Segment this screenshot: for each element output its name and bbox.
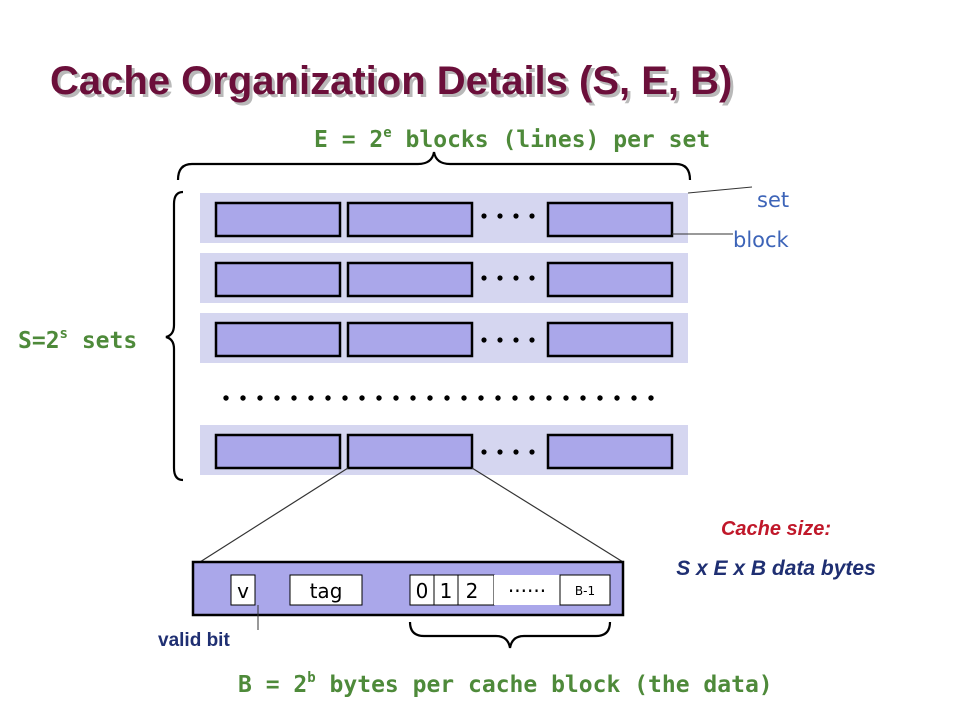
- cache-line: [346, 321, 474, 358]
- ellipsis-dot: [495, 395, 501, 401]
- cache-line: [546, 201, 674, 238]
- ellipsis-dot: [614, 395, 620, 401]
- cache-size-formula: S x E x B data bytes: [676, 557, 876, 580]
- byte-0-text: 0: [416, 579, 429, 603]
- ellipsis-dot: [291, 395, 297, 401]
- ellipsis-dot: [631, 395, 637, 401]
- block-label: block: [733, 228, 790, 252]
- e-brace: [176, 151, 692, 181]
- ellipsis-dot: [512, 395, 518, 401]
- row-ellipsis: [481, 449, 535, 455]
- cache-line: [346, 261, 474, 298]
- byte-ellipsis-cell: [494, 575, 560, 605]
- ellipsis-dot: [410, 395, 416, 401]
- s-label: S=2s sets: [18, 326, 137, 354]
- byte-ellipsis-text: ......: [508, 573, 546, 597]
- ellipsis-dot: [342, 395, 348, 401]
- zoom-line-right: [471, 467, 624, 563]
- ellipsis-dot: [427, 395, 433, 401]
- page-title-shadow: Cache Organization Details (S, E, B): [53, 62, 735, 106]
- ellipsis-dot: [257, 395, 263, 401]
- ellipsis-dot: [359, 395, 365, 401]
- ellipsis-dot: [546, 395, 552, 401]
- set-row: [200, 425, 688, 475]
- cache-line: [546, 321, 674, 358]
- e-label: E = 2e blocks (lines) per set: [314, 125, 710, 153]
- ellipsis-dot: [648, 395, 654, 401]
- valid-bit-field: [230, 574, 256, 606]
- cache-line: [214, 321, 342, 358]
- byte-2-text: 2: [466, 579, 479, 603]
- ellipsis-dot: [376, 395, 382, 401]
- ellipsis-dot: [478, 395, 484, 401]
- tag-text: tag: [310, 579, 343, 603]
- cache-line: [214, 261, 342, 298]
- cache-line: [546, 261, 674, 298]
- byte-cell: [457, 574, 495, 606]
- set-row: [200, 193, 688, 243]
- cache-line: [546, 433, 674, 470]
- ellipsis-dot: [529, 395, 535, 401]
- byte-cell: [433, 574, 459, 606]
- ellipsis-dot: [325, 395, 331, 401]
- ellipsis-dot: [223, 395, 229, 401]
- cache-line: [214, 433, 342, 470]
- expanded-block: v tag 0 1 2 ...... B-1: [191, 560, 625, 617]
- ellipsis-dot: [274, 395, 280, 401]
- row-ellipsis: [481, 337, 535, 343]
- b-brace: [408, 621, 612, 649]
- ellipsis-dot: [444, 395, 450, 401]
- s-brace: [165, 190, 184, 482]
- valid-bit-label: valid bit: [158, 630, 230, 651]
- ellipsis-dot: [393, 395, 399, 401]
- cache-line: [214, 201, 342, 238]
- row-ellipsis: [481, 213, 535, 219]
- byte-1-text: 1: [440, 579, 453, 603]
- row-ellipsis: [481, 275, 535, 281]
- set-row: [200, 253, 688, 303]
- set-leader-line: [687, 186, 753, 194]
- zoom-line-left: [199, 467, 349, 563]
- ellipsis-dot: [308, 395, 314, 401]
- cache-line: [346, 201, 474, 238]
- ellipsis-dot: [597, 395, 603, 401]
- byte-cell-last: [559, 574, 611, 606]
- ellipsis-dot: [461, 395, 467, 401]
- ellipsis-dot: [240, 395, 246, 401]
- cache-size-title: Cache size:: [721, 518, 831, 540]
- cache-line-expanded: [346, 433, 474, 470]
- tag-field: [289, 574, 363, 606]
- set-row: [200, 313, 688, 363]
- ellipsis-dot: [580, 395, 586, 401]
- sets-ellipsis: [223, 395, 654, 401]
- set-label: set: [757, 188, 789, 212]
- byte-last-text: B-1: [575, 584, 595, 598]
- ellipsis-dot: [563, 395, 569, 401]
- b-label: B = 2b bytes per cache block (the data): [238, 670, 773, 698]
- valid-bit-text: v: [237, 579, 249, 603]
- page-title: Cache Organization Details (S, E, B): [50, 59, 732, 103]
